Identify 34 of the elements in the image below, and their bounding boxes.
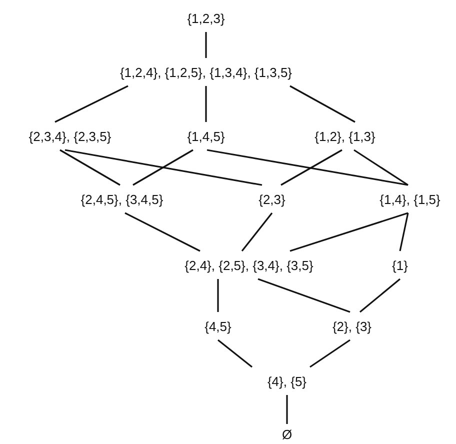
set-label: {2,3}: [258, 192, 286, 206]
connector-line: [54, 85, 128, 123]
set-label: Ø: [282, 426, 292, 442]
connector-line: [132, 149, 194, 186]
connector-line: [64, 149, 262, 186]
connector-line: [290, 85, 356, 123]
set-label: {1,2}, {1,3}: [314, 128, 376, 144]
set-label: {2,4}, {2,5}, {3,4}, {3,5}: [184, 258, 314, 272]
set-label: {1}: [392, 258, 408, 272]
connector-line: [399, 212, 409, 252]
connector-line: [280, 149, 342, 186]
connector-line: [60, 149, 120, 186]
connector-line: [290, 212, 408, 252]
set-label: {4,5}: [204, 318, 232, 334]
connector-line: [258, 278, 350, 313]
connector-line: [218, 339, 252, 368]
set-label: {1,2,4}, {1,2,5}, {1,3,4}, {1,3,5}: [120, 64, 292, 80]
connector-line: [360, 278, 400, 313]
connector-line: [241, 212, 273, 252]
set-label: {1,4}, {1,5}: [380, 192, 440, 206]
set-label: {1,4,5}: [187, 128, 225, 144]
set-label: {4}, {5}: [267, 374, 307, 388]
connector-line: [206, 149, 408, 186]
connector-line: [310, 339, 350, 368]
set-label: {2,3,4}, {2,3,5}: [28, 128, 112, 144]
set-label: {2}, {3}: [332, 318, 372, 334]
connector-line: [205, 86, 207, 122]
connector-line: [217, 279, 219, 312]
set-label: {2,4,5}, {3,4,5}: [80, 192, 164, 206]
connector-line: [124, 212, 200, 252]
connector-line: [286, 395, 288, 424]
set-label: {1,2,3}: [187, 10, 225, 26]
connector-line: [205, 32, 207, 58]
connector-line: [354, 149, 408, 186]
